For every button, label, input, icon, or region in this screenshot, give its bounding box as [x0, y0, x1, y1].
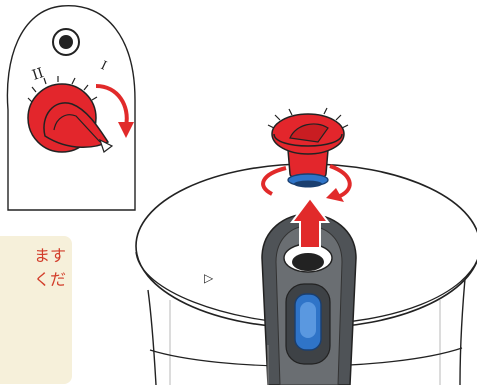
note-text-line-1: ます [34, 246, 66, 266]
lid-arrow-symbol: ▷ [204, 271, 214, 285]
handle-inset: II I [7, 6, 135, 210]
instruction-note-panel: ます くだ [0, 236, 72, 384]
note-text-line-2: くだ [34, 270, 66, 290]
